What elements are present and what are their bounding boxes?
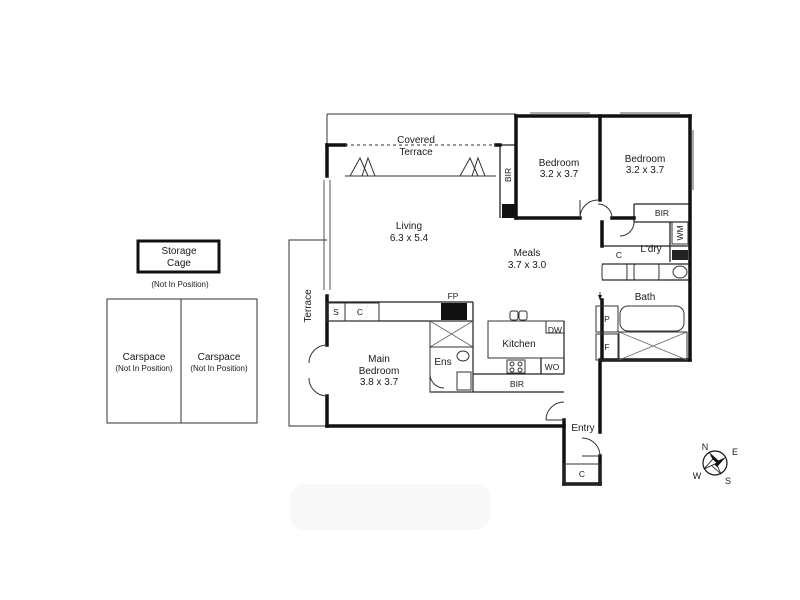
covered-terrace-outline [326,113,516,145]
meals-dims: 3.7 x 3.0 [508,260,547,271]
carspace-1-note: (Not In Position) [115,364,173,373]
living-dims: 6.3 x 5.4 [390,233,429,244]
f-label: F [604,342,609,352]
compass-n: N [702,442,709,452]
c-living-label: C [357,307,363,317]
watermark [290,484,490,530]
wm-label: WM [675,225,685,240]
bedroom3-dims: 3.2 x 3.7 [626,165,665,176]
dw-label: DW [548,325,562,335]
bedroom2-name: Bedroom [539,158,580,169]
storage-cage [136,239,221,274]
terrace-name: Terrace [303,289,314,323]
wo-label: WO [545,362,560,372]
covered-terrace-label-1: Covered [397,135,435,146]
main-bedroom-name2: Bedroom [359,366,400,377]
bedroom3-name: Bedroom [625,154,666,165]
p-label: P [604,314,610,324]
compass-s: S [725,476,731,486]
bedroom2-dims: 3.2 x 3.7 [540,169,579,180]
living-name: Living [396,221,422,232]
bir-shelf [502,204,516,218]
fireplace-block [441,303,467,320]
carspace-2-note: (Not In Position) [190,364,248,373]
compass-e: E [732,447,738,457]
door-swings [308,199,635,457]
c-laundry-label: C [616,250,622,260]
main-bedroom-dims: 3.8 x 3.7 [360,377,399,388]
cooktop-icon [506,359,526,374]
kitchen-name: Kitchen [502,339,535,350]
compass-icon [702,450,728,476]
sink-icon [509,310,519,321]
meals-name: Meals [514,248,541,259]
main-bedroom-name: Main [368,354,390,365]
storage-note: (Not In Position) [151,280,209,289]
ensuite-vanity [456,371,472,391]
carspace-2-name: Carspace [198,352,241,363]
kitchen-island [487,320,565,359]
ensuite-toilet-icon [456,350,470,362]
carspace-1-name: Carspace [123,352,166,363]
sliding-doors [345,144,496,177]
bir-label-b: BIR [655,208,669,218]
windows [323,112,694,290]
bathtub [619,305,685,332]
ensuite-name: Ens [434,357,451,368]
fp-label: FP [448,291,459,301]
covered-terrace-label-2: Terrace [399,147,433,158]
s-living-label: S [333,307,339,317]
bir-label-c: BIR [510,379,524,389]
bath-name: Bath [635,292,656,303]
entry-name: Entry [571,423,594,434]
c-entry-label: C [579,469,585,479]
terrace-outline [288,239,327,427]
storage-label-1: Storage [161,246,196,257]
storage-label-2: Cage [167,258,191,269]
carspace-box [106,298,258,424]
compass-w: W [693,471,702,481]
bir-label-a: BIR [503,168,513,182]
laundry-name: L'dry [640,244,661,255]
